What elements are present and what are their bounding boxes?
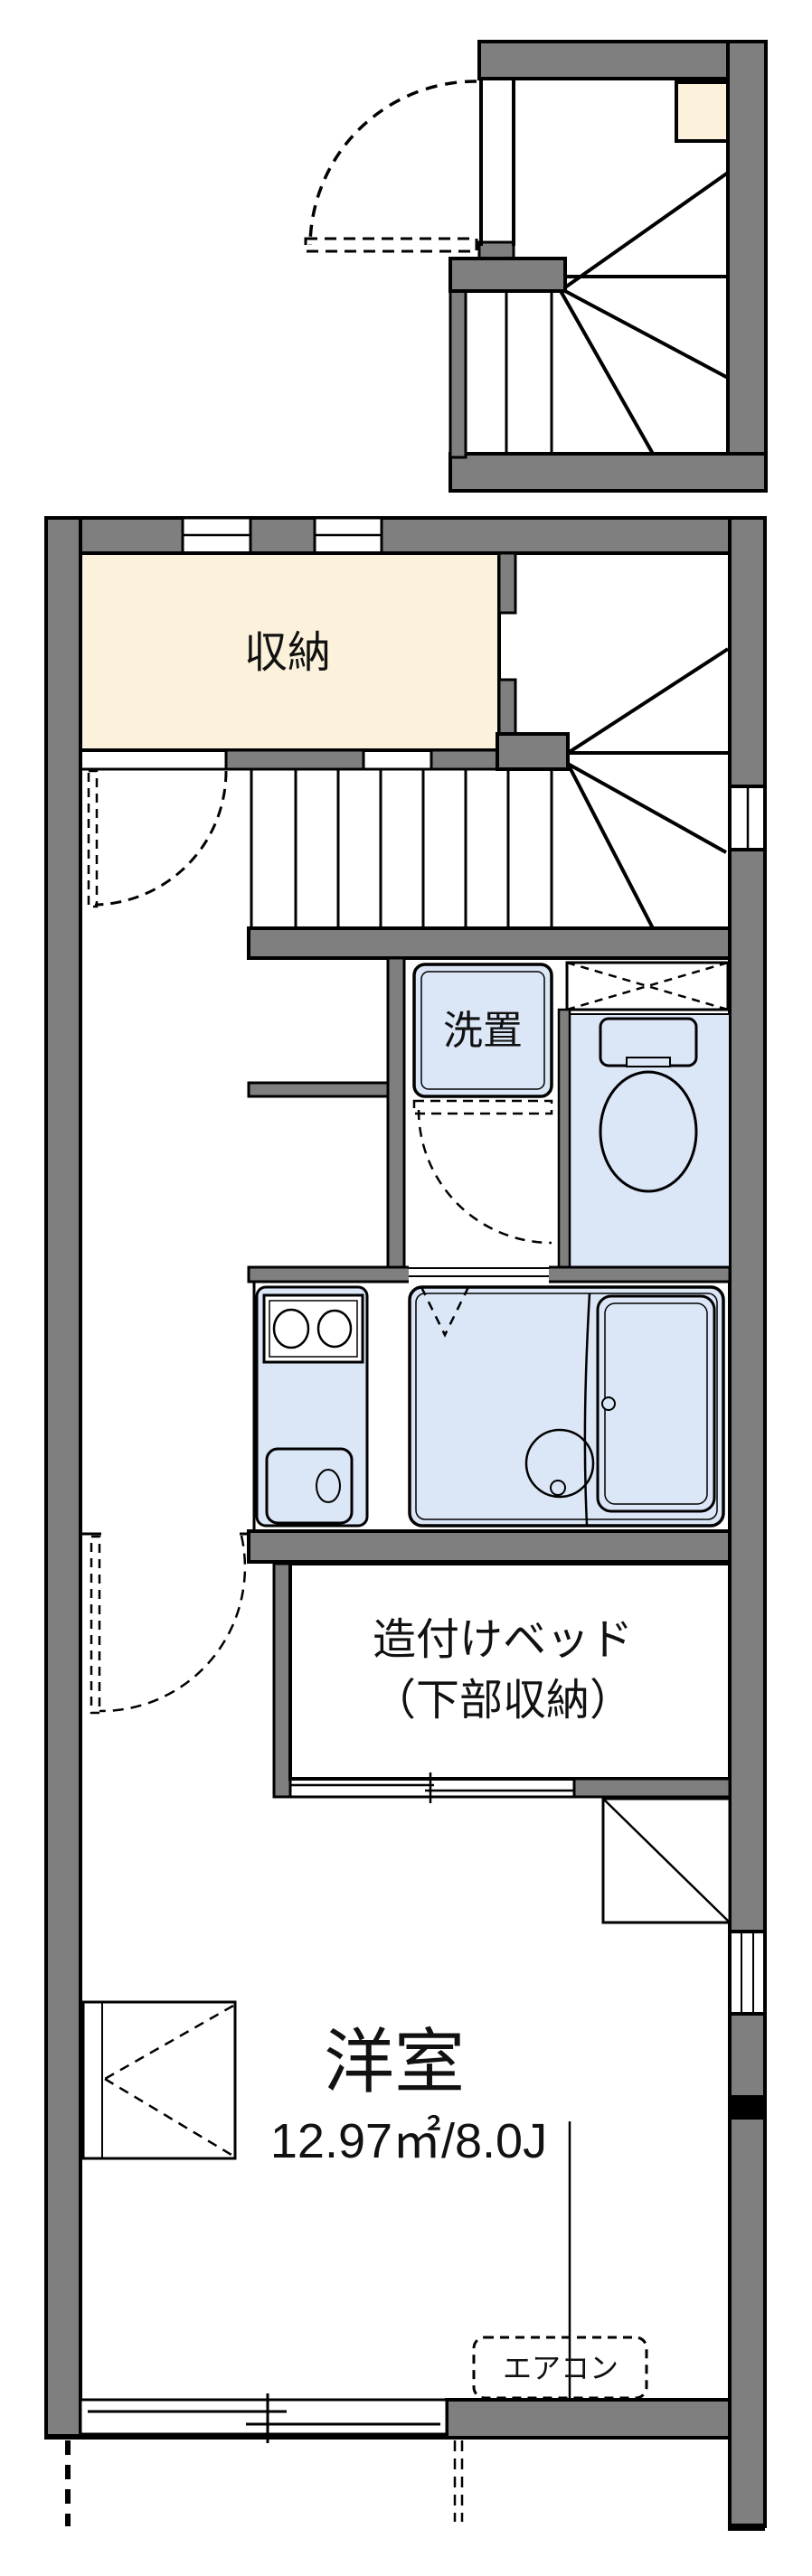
toilet-flush-handle [626,1057,671,1067]
upper-winder-stairs [505,171,730,455]
room-size-label: 12.97㎡/8.0J [270,2114,547,2168]
closet-bottom-wall-2 [430,748,499,771]
washing-machine-pan-inner [420,971,545,1090]
main-left-wall [44,516,82,2440]
room-name-label: 洋室 [324,2022,465,2101]
bed-label-line1: 造付けベッド [373,1616,633,1664]
laundry-left-wall [386,956,406,1269]
bed-top-wall [247,1529,732,1564]
upper-stair-block [304,40,768,493]
entrance-door-leaf [304,237,478,253]
closet-bottom-wall-1 [224,748,365,771]
room-door-arc [99,1535,247,1713]
stair-fan-line-1 [566,647,730,755]
straight-stair-run [250,769,553,928]
top-wall-windows [181,516,383,555]
upper-stair-fan-line-4 [559,290,655,455]
upper-block-right-wall [726,40,768,493]
toilet-upper-cabinet [565,961,730,1011]
sink-drain [316,1469,341,1503]
kitchen-area [252,1282,369,1531]
hall-door-arc [94,770,228,907]
stairs-bottom-wall [247,926,732,960]
built-in-bed: 造付けベッド （下部収納） [272,1562,732,1803]
hall-door-leaf [87,769,99,908]
bath-folding-door-mark [420,1286,470,1338]
kitchen-sink [265,1447,354,1525]
bath-top-wall-group [247,1265,732,1283]
upper-stair-fan-line-3 [564,289,729,380]
aircon-box [472,2336,648,2400]
bath-door-opening [409,1265,549,1283]
right-wall-black-block [730,2095,765,2120]
upper-block-bottom-wall [448,452,768,493]
bottom-wall-edge-line [46,2434,447,2440]
laundry-label: 洗置 [443,1009,523,1053]
stove-unit-inner [269,1300,358,1358]
bathtub [596,1294,716,1513]
upper-block-left-wall-lower [448,289,467,459]
closet-label: 収納 [244,629,331,677]
bed-right-wall-piece [572,1777,732,1799]
bath-partition-line [583,1293,591,1526]
entrance-door-arc [308,80,477,246]
closet-floor [79,551,501,752]
bathroom-area [408,1285,725,1528]
laundry-corner-wall [247,1081,390,1098]
bed-left-wall [272,1562,292,1799]
toilet-bowl [599,1070,698,1193]
stove-burner-right [316,1309,353,1349]
upper-block-top-wall [477,40,768,80]
bath-drain-dot [550,1480,566,1496]
right-wall-bottom-cap [728,2524,765,2531]
stair-hall [87,647,732,960]
winder-stair-fan [566,647,730,929]
stair-newel-block [496,732,570,771]
upper-stair-fan-line-1 [563,171,730,289]
closet-area: 収納 [79,551,570,771]
main-block-walls [44,516,767,2531]
room-door-leaf [90,1535,101,1715]
bed-front-rail [290,1772,574,1803]
side-shelf-dash-1 [104,2004,234,2081]
laundry-door-arc [417,1109,552,1245]
corner-shelf [601,1797,732,1924]
right-window-lower [728,1930,767,2016]
closet-divider-upper [497,551,517,615]
main-top-wall [44,516,767,555]
bath-drain-circle [524,1428,595,1499]
stove-burner-left [272,1308,310,1349]
bath-unit-inner [415,1293,718,1520]
upper-shelf-box [675,80,730,143]
toilet-left-wall [557,1008,571,1269]
aircon-label: エアコン [503,2352,618,2384]
main-right-wall [728,516,767,2528]
corner-shelf-diagonal [602,1798,731,1923]
bed-label-line2: （下部収納） [373,1677,633,1725]
bottom-window-frame [79,2398,448,2436]
washing-machine-pan [412,963,553,1098]
upper-block-step-wall [448,257,567,293]
side-shelf [81,2000,237,2160]
main-bottom-wall-right [445,2398,732,2440]
room-entry [80,1532,249,1715]
side-shelf-dash-2 [104,2077,232,2157]
laundry-door-leaf [412,1099,553,1115]
aircon-area: エアコン [472,2121,648,2400]
bottom-sliding-window [46,2393,448,2443]
bathtub-handle-dot [601,1396,616,1411]
stair-fan-line-4 [566,763,655,929]
bed-box [288,1562,732,1781]
stair-fan-line-3 [567,762,727,854]
western-room: 洋室 12.97㎡/8.0J [270,2022,547,2168]
toilet-room [557,961,731,1269]
